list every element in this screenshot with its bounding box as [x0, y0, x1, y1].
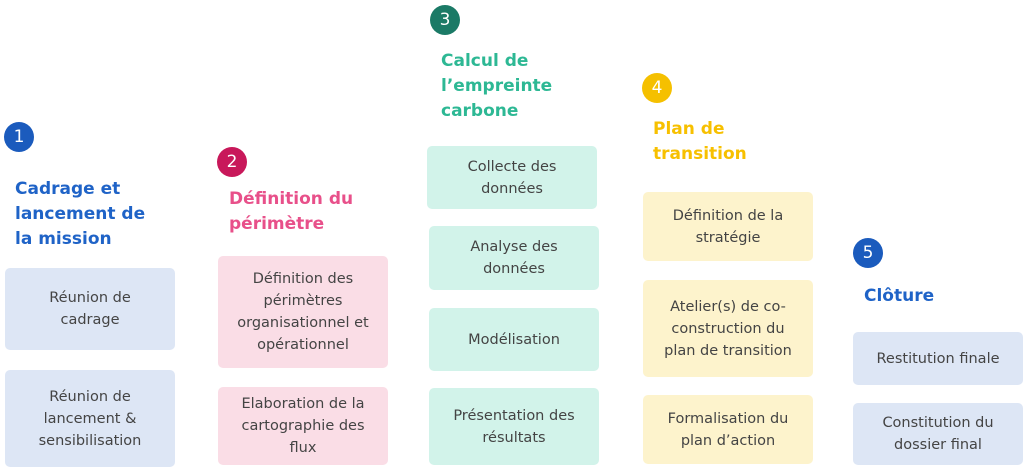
step-box: Restitution finale — [853, 332, 1023, 385]
step-box: Réunion de lancement & sensibilisation — [5, 370, 175, 467]
phase-number-badge: 1 — [4, 122, 34, 152]
phase-number-badge: 5 — [853, 238, 883, 268]
step-box: Constitution du dossier final — [853, 403, 1023, 465]
step-box: Elaboration de la cartographie des flux — [218, 387, 388, 465]
phase-title: Calcul de l’empreinte carbone — [441, 51, 553, 121]
phase-title: Cadrage et lancement de la mission — [15, 179, 146, 249]
phase-title: Plan de transition — [653, 119, 747, 164]
phase-title: Clôture — [864, 286, 935, 306]
phase-number-badge: 4 — [642, 73, 672, 103]
step-box: Présentation des résultats — [429, 388, 599, 465]
step-box: Modélisation — [429, 308, 599, 371]
step-box: Définition de la stratégie — [643, 192, 813, 261]
step-box: Réunion de cadrage — [5, 268, 175, 350]
phase-number-badge: 2 — [217, 147, 247, 177]
step-box: Atelier(s) de co- construction du plan d… — [643, 280, 813, 377]
phase-number-badge: 3 — [430, 5, 460, 35]
step-box: Définition des périmètres organisationne… — [218, 256, 388, 368]
step-box: Collecte des données — [427, 146, 597, 209]
phase-title: Définition du périmètre — [229, 189, 354, 234]
step-box: Analyse des données — [429, 226, 599, 290]
step-box: Formalisation du plan d’action — [643, 395, 813, 464]
